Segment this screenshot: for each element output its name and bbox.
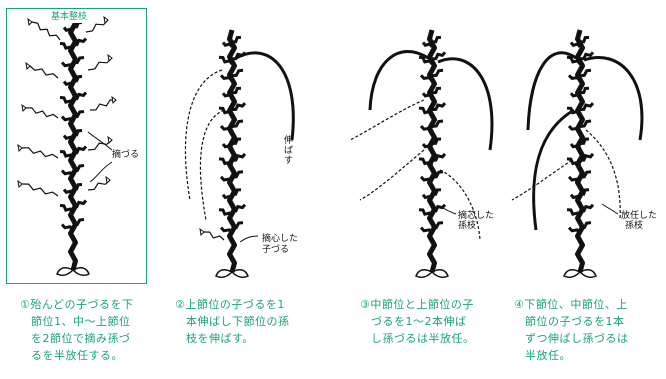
side-shoot-left: [571, 195, 580, 200]
caption-3-line-1: 中節位と上節位の子: [370, 298, 474, 311]
caption-3: ③中節位と上節位の子 づるを1～2本伸ば し孫づるは半放任。: [360, 296, 475, 347]
caption-4: ④下節位、中節位、上 節位の子づるを1本 ずつ伸ばし孫づるは 半放任。: [514, 296, 629, 364]
extended-vine: [360, 150, 424, 200]
caption-3-line-3: し孫づるは半放任。: [360, 330, 475, 347]
caption-2-line-3: 枝を伸ばす。: [175, 330, 290, 347]
caption-2: ②上節位の子づるを1 本伸ばし下節位の孫 枝を伸ばす。: [175, 296, 290, 347]
extended-vine: [185, 70, 222, 200]
pointer-line: [240, 236, 258, 242]
main-stem: [578, 30, 583, 272]
side-shoot-left: [423, 42, 432, 47]
main-stem: [430, 30, 435, 272]
caption-1-line-4: るを半放任する。: [20, 347, 134, 364]
extended-vine: [584, 58, 642, 140]
caption-2-line-1: 上節位の子づるを1: [185, 298, 285, 311]
caption-4-line-4: 半放任。: [514, 347, 629, 364]
main-stem: [230, 30, 235, 272]
side-shoot-right: [432, 37, 441, 42]
extended-vine: [512, 160, 572, 200]
frame-title: 基本整枝: [47, 11, 91, 23]
side-shoot-left: [219, 210, 232, 216]
side-shoot-left: [571, 42, 580, 47]
extended-vine: [534, 110, 574, 230]
side-shoot-left: [567, 210, 580, 216]
caption-4-line-1: 下節位、中節位、上: [524, 298, 628, 311]
caption-3-line-2: づるを1～2本伸ば: [360, 313, 475, 330]
label-pinch-vines: 摘づる: [112, 150, 139, 161]
side-shoot-left: [421, 228, 432, 233]
basic-pruning-frame: 基本整枝: [6, 8, 147, 284]
extended-vine: [528, 53, 576, 130]
label-pinched-subvine-2: 子づる: [262, 245, 289, 256]
side-shoot-left: [423, 195, 432, 200]
side-shoot-left: [223, 195, 232, 200]
caption-2-line-2: 本伸ばし下節位の孫: [175, 313, 290, 330]
caption-1-line-3: を2節位で摘み孫づ: [20, 330, 134, 347]
label-topped-branch-2: 孫枝: [458, 221, 476, 232]
extended-vine: [370, 51, 428, 110]
extended-vine: [350, 100, 424, 140]
caption-4-line-3: ずつ伸ばし孫づるは: [514, 330, 629, 347]
caption-1-num: ①: [20, 296, 30, 313]
extended-vine: [438, 59, 492, 150]
pointer-line: [602, 204, 618, 214]
extended-vine: [200, 110, 224, 220]
extended-vine: [236, 53, 293, 140]
caption-4-line-2: 節位の子づるを1本: [514, 313, 629, 330]
side-shoot-right: [232, 37, 241, 42]
caption-1: ①殆んどの子づるを下 節位1、中～上節位 を2節位で摘み孫づ るを半放任する。: [20, 296, 134, 364]
side-shoot-left: [223, 42, 232, 47]
label-free-branch-2: 孫枝: [625, 221, 643, 232]
caption-2-num: ②: [175, 296, 185, 313]
caption-1-line-1: 殆んどの子づるを下: [30, 298, 133, 311]
pointer-line: [440, 206, 456, 214]
caption-4-num: ④: [514, 296, 524, 313]
long-vine: [204, 232, 224, 240]
caption-1-line-2: 節位1、中～上節位: [20, 313, 134, 330]
side-shoot-right: [580, 37, 589, 42]
caption-3-num: ③: [360, 296, 370, 313]
vine-tip: [200, 229, 204, 235]
side-shoot-left: [569, 228, 580, 233]
side-shoot-left: [419, 210, 432, 216]
side-shoot-left: [221, 228, 232, 233]
label-extend: 伸ばす: [284, 136, 296, 166]
label-pinched-subvine-1: 摘心した: [262, 234, 298, 245]
